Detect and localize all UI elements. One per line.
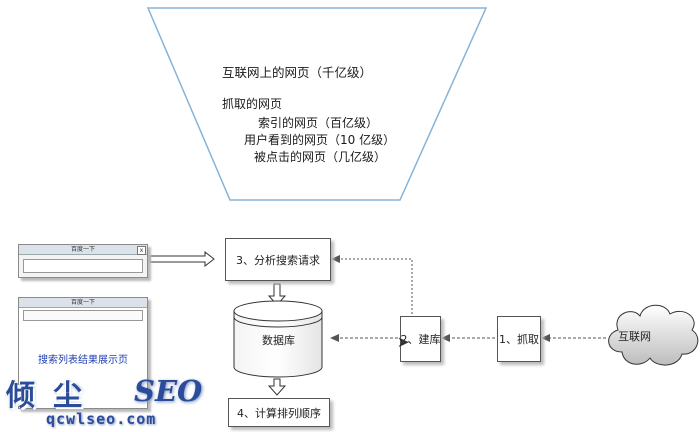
results-page-label: 搜索列表结果展示页 bbox=[38, 355, 128, 366]
step-analyze-request: 3、分析搜索请求 bbox=[225, 238, 331, 281]
dotted-line-build-to-analyze bbox=[340, 258, 413, 314]
step-build-index: 2、建库 bbox=[400, 316, 441, 362]
watermark-chars: 倾 尘 bbox=[6, 378, 87, 412]
arrowhead-build-to-analyze bbox=[331, 255, 340, 263]
watermark-url: qcwlseo.com bbox=[46, 410, 157, 428]
funnel-label-web-pages: 互联网上的网页（千亿级） bbox=[222, 65, 373, 80]
database-label: 数据库 bbox=[262, 334, 295, 347]
mouse-cursor-icon: ➤ bbox=[397, 333, 410, 351]
step-crawl: 1、抓取 bbox=[497, 316, 541, 362]
watermark-seo: SEO bbox=[134, 374, 203, 408]
database-cylinder bbox=[233, 300, 323, 378]
close-icon[interactable]: x bbox=[137, 246, 146, 255]
arrow-analyze-to-database bbox=[267, 283, 287, 306]
funnel-label-indexed: 索引的网页（百亿级） bbox=[258, 116, 379, 130]
funnel-label-crawled: 抓取的网页 bbox=[222, 97, 283, 111]
arrow-search-to-analyze bbox=[149, 250, 215, 268]
watermark-logo: 倾 尘 SEO qcwlseo.com bbox=[6, 372, 218, 430]
search-window-title: 百度一下 bbox=[19, 245, 147, 255]
arrowhead-crawl-to-build bbox=[441, 334, 450, 342]
arrowhead-internet-to-crawl bbox=[541, 334, 550, 342]
arrowhead-build-to-database bbox=[330, 334, 339, 342]
search-window: 百度一下 x bbox=[18, 244, 148, 278]
step-rank-order: 4、计算排列顺序 bbox=[228, 398, 330, 427]
funnel-shape bbox=[146, 7, 488, 201]
results-window: 百度一下 搜索列表结果展示页 bbox=[18, 297, 148, 409]
search-input[interactable] bbox=[23, 259, 143, 273]
results-window-title: 百度一下 bbox=[19, 298, 147, 308]
arrow-database-to-rank bbox=[267, 378, 287, 396]
funnel-label-user-seen: 用户看到的网页（10 亿级） bbox=[244, 133, 396, 147]
internet-label: 互联网 bbox=[618, 330, 651, 343]
funnel-label-clicked: 被点击的网页（几亿级） bbox=[254, 150, 387, 164]
internet-cloud-icon bbox=[608, 304, 699, 366]
results-search-bar[interactable] bbox=[23, 310, 143, 321]
